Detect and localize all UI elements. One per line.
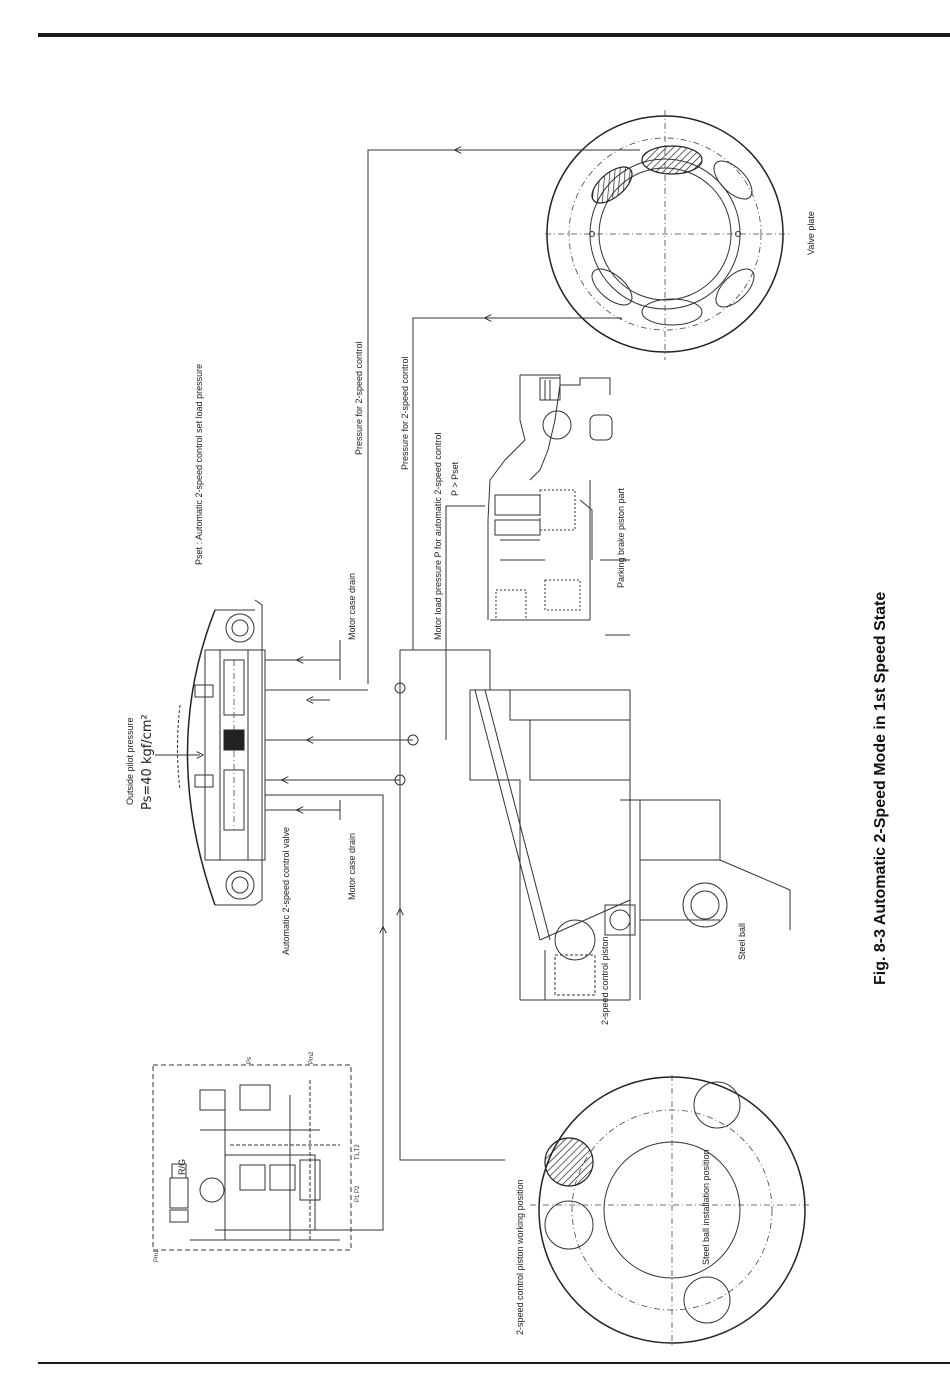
- working-position-label: 2-speed control piston working position: [515, 1179, 525, 1335]
- valve-plate-label: Valve plate: [806, 211, 816, 255]
- rg-box: [171, 1163, 187, 1179]
- drain-lines: [215, 640, 505, 1231]
- top-rule: [38, 33, 950, 37]
- pset-definition-label: Pset : Automatic 2-speed control set loa…: [194, 364, 204, 565]
- parking-brake-label: Parking brake piston part: [616, 487, 626, 588]
- pm1-port-label: Pm1: [154, 1249, 160, 1262]
- pressure-2speed-label-a: Pressure for 2-speed control: [354, 341, 364, 455]
- steel-ball-label: Steel ball: [737, 923, 747, 960]
- ps-value-label: Ps=40 kgf/cm²: [140, 714, 155, 810]
- bottom-rule: [38, 1362, 950, 1364]
- auto-valve-label: Automatic 2-speed control valve: [281, 827, 291, 955]
- valve-plate-drawing: [545, 110, 790, 360]
- control-valve-drawing: [177, 599, 266, 906]
- rg-label: R/G: [177, 1159, 187, 1175]
- p-gt-pset-label: P > Pset: [450, 461, 460, 496]
- ps-port-label: Ps: [247, 1057, 253, 1064]
- steel-ball-position-drawing: [530, 1075, 810, 1345]
- parking-brake-drawing: [487, 374, 630, 636]
- p1p2-port-label: P1 P2: [355, 1185, 361, 1202]
- ball-install-label: Steel ball installation position: [701, 1149, 711, 1265]
- t1t2-port-label: T1,T2: [355, 1144, 361, 1160]
- piston-label: 2-speed control piston: [600, 936, 610, 1025]
- motor-load-pressure-label: Motor load pressure P for automatic 2-sp…: [433, 433, 443, 640]
- pm2-port-label: Pm2: [309, 1051, 315, 1064]
- motor-case-drain-bottom-label: Motor case drain: [347, 833, 357, 900]
- hydraulic-schematic: [152, 1064, 352, 1251]
- outside-pilot-label: Outside pilot pressure: [125, 717, 135, 805]
- pressure-2speed-label-b: Pressure for 2-speed control: [400, 356, 410, 470]
- figure-caption: Fig. 8-3 Automatic 2-Speed Mode in 1st S…: [872, 592, 889, 985]
- motor-case-drain-top-label: Motor case drain: [347, 573, 357, 640]
- motor-body-drawing: [469, 689, 791, 1001]
- pressure-lines: [367, 150, 640, 740]
